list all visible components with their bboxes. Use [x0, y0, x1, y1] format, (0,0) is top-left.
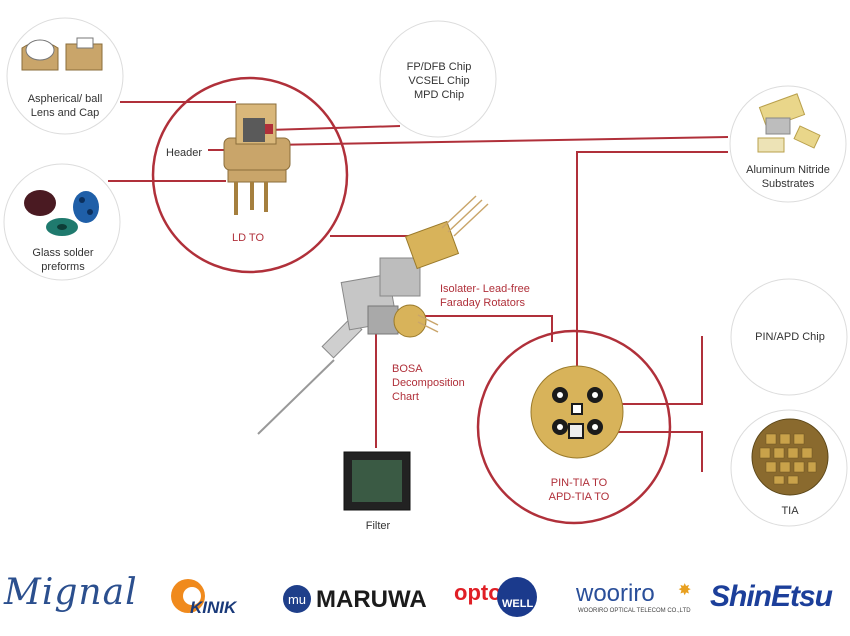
tia-wafer-icon — [751, 418, 829, 496]
label-aspherical-lens: Aspherical/ ball Lens and Cap — [27, 93, 103, 119]
kinik-mark-icon — [171, 579, 205, 613]
aln-circle — [729, 85, 847, 203]
aln-substrate-icon — [757, 93, 821, 153]
line-tia — [578, 431, 703, 472]
line-aln-upper — [269, 136, 729, 146]
connector-lines — [108, 101, 729, 472]
maruwa-mark-icon: mu — [283, 585, 311, 613]
wooriro-star-icon: ✸ — [678, 582, 692, 599]
lens-cap-icon — [21, 37, 103, 71]
bosa-assembly — [257, 195, 489, 435]
glass-preform-icon — [24, 190, 99, 236]
label-pin-apd-chip: PIN/APD Chip — [755, 331, 825, 343]
label-tia: TIA — [781, 505, 799, 517]
label-aluminum-nitride: Aluminum Nitride Substrates — [746, 164, 830, 190]
label-pin-tia-to: PIN-TIA TO APD-TIA TO — [548, 477, 610, 503]
label-glass-solder: Glass solder preforms — [32, 247, 94, 273]
line-pin-apd — [585, 336, 703, 405]
ld-to-circle — [151, 76, 349, 274]
label-header: Header — [166, 147, 203, 159]
mignal-logo: Mignal — [4, 572, 138, 613]
label-chips: FP/DFB Chip VCSEL Chip MPD Chip — [406, 61, 472, 101]
line-isolator — [422, 315, 553, 342]
pin-apd-circle — [730, 278, 848, 396]
label-isolator: Isolater- Lead-free Faraday Rotators — [440, 283, 530, 309]
label-ld-to: LD TO — [232, 232, 264, 244]
line-aln-lower — [576, 151, 728, 398]
shinetsu-logo: ShinEtsu — [710, 580, 833, 613]
wooriro-logo: wooriro ✸ WOORIRO OPTICAL TELECOM CO.,LT… — [576, 580, 692, 614]
pin-tia-circle — [476, 329, 672, 525]
filter-tray — [343, 451, 411, 511]
ld-to-component — [223, 103, 291, 215]
optowell-ball-icon — [497, 577, 537, 617]
label-filter: Filter — [365, 520, 391, 532]
chips-circle — [379, 20, 497, 138]
maruwa-logo: mu MARUWA — [282, 584, 432, 616]
optowell-logo: opto WELL — [454, 576, 538, 618]
kinik-logo: KINIK — [170, 578, 256, 620]
svg-text:mu: mu — [288, 592, 306, 607]
label-bosa: BOSA Decomposition Chart — [392, 363, 465, 403]
pin-tia-to-component — [530, 365, 624, 459]
